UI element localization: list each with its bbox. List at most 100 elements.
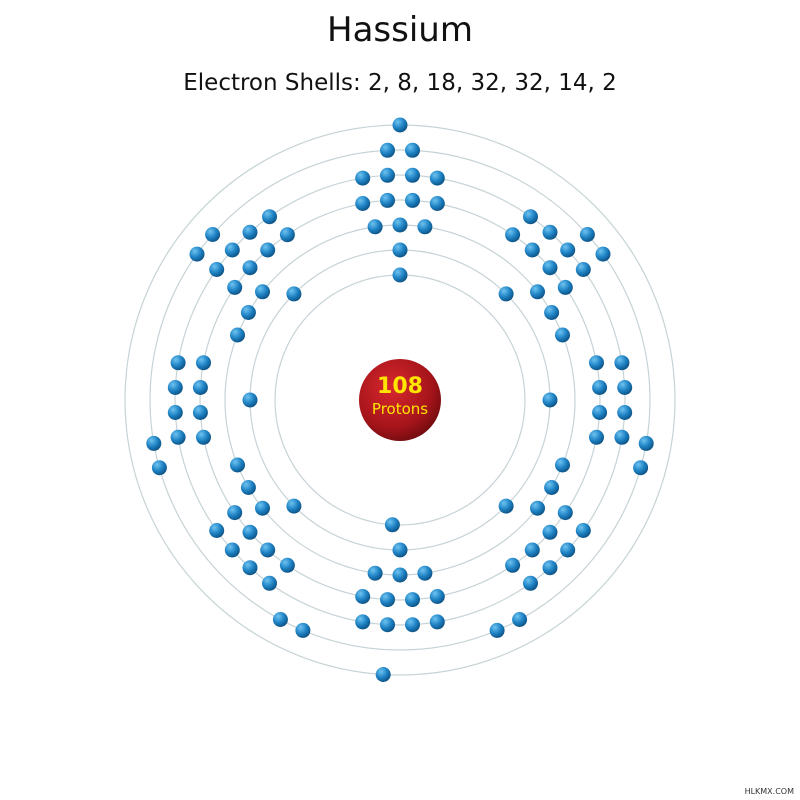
electron-shell-3-15 — [230, 457, 245, 473]
electron-shell-2-2 — [498, 286, 514, 302]
electron-shell-5-3 — [405, 167, 420, 183]
electron-shell-6-14 — [205, 227, 221, 242]
electrons — [146, 117, 654, 682]
nucleus-sphere — [359, 359, 441, 441]
nucleus: 108 Protons — [359, 359, 441, 441]
electron-shell-2-1 — [392, 242, 408, 258]
electron-shell-4-1 — [355, 196, 371, 211]
electron-shell-3-11 — [392, 567, 408, 583]
electron-shell-4-12 — [589, 429, 604, 445]
electron-shell-5-29 — [209, 262, 225, 277]
electron-shell-5-24 — [209, 523, 225, 538]
electron-shell-4-11 — [592, 405, 608, 420]
electron-shell-4-16 — [505, 557, 521, 573]
electron-shell-4-26 — [192, 405, 208, 420]
electron-shell-2-6 — [286, 498, 302, 514]
electron-shell-1-1 — [392, 267, 408, 283]
electron-shell-4-24 — [227, 505, 243, 521]
electron-shell-4-29 — [227, 279, 243, 295]
electron-shell-4-18 — [405, 592, 420, 608]
electron-shell-4-6 — [524, 242, 540, 258]
electron-shell-5-31 — [242, 224, 258, 240]
electron-shell-2-8 — [286, 286, 302, 302]
electron-shell-5-1 — [355, 170, 371, 186]
electron-shell-4-30 — [242, 260, 258, 276]
electron-shell-3-9 — [530, 500, 545, 516]
electron-shell-4-8 — [557, 279, 573, 295]
electron-shell-4-21 — [279, 557, 295, 573]
electron-shell-5-28 — [170, 355, 186, 371]
electron-shell-3-12 — [367, 565, 383, 581]
electron-shell-6-7 — [512, 612, 528, 627]
electron-shell-6-6 — [633, 460, 649, 476]
electron-shell-3-3 — [417, 219, 433, 235]
watermark: HLKMX.COM — [744, 787, 794, 796]
electron-shell-4-28 — [196, 355, 211, 371]
electron-shell-6-11 — [151, 460, 167, 476]
electron-shell-3-10 — [417, 565, 433, 581]
electron-shells-label: Electron Shells: 2, 8, 18, 32, 32, 14, 2 — [183, 70, 617, 96]
electron-shell-4-27 — [192, 380, 208, 395]
electron-shell-5-16 — [523, 575, 538, 591]
electron-shell-6-2 — [405, 142, 420, 158]
orbit-shell-4 — [199, 199, 601, 601]
electron-shell-3-8 — [544, 480, 560, 495]
electron-shell-5-25 — [170, 429, 186, 445]
electron-shell-4-7 — [542, 260, 558, 276]
electron-shell-6-13 — [189, 246, 205, 262]
electron-shell-6-9 — [295, 622, 311, 638]
electron-shell-5-30 — [224, 242, 240, 258]
electron-shell-6-3 — [579, 227, 595, 242]
orbit-shell-6 — [149, 149, 651, 651]
orbit-shell-5 — [174, 174, 626, 626]
electron-shell-5-26 — [167, 405, 183, 420]
electron-shell-3-2 — [392, 217, 408, 233]
electron-shell-4-19 — [380, 592, 395, 608]
electron-shell-4-4 — [429, 196, 445, 211]
electron-shell-5-17 — [429, 614, 445, 630]
electron-shell-4-3 — [405, 192, 420, 208]
electron-shell-4-20 — [355, 589, 371, 604]
electron-shell-5-4 — [429, 170, 445, 186]
electron-shell-4-23 — [242, 524, 258, 540]
electron-shell-7-2 — [375, 667, 391, 682]
electron-shell-5-32 — [262, 209, 277, 225]
electron-shell-3-1 — [367, 219, 383, 235]
electron-shell-2-4 — [498, 498, 514, 514]
electron-shell-3-16 — [230, 327, 245, 343]
electron-shell-2-3 — [542, 392, 558, 408]
electron-shell-5-13 — [575, 523, 591, 538]
electron-shell-4-15 — [524, 542, 540, 558]
electron-shell-4-32 — [279, 227, 295, 243]
electron-shell-5-10 — [617, 380, 633, 395]
electron-shell-3-14 — [240, 480, 256, 495]
electron-shell-6-4 — [595, 246, 611, 262]
electron-shell-3-5 — [544, 305, 560, 320]
electron-shell-4-13 — [557, 505, 573, 521]
electron-shell-5-12 — [614, 429, 630, 445]
electron-shell-4-14 — [542, 524, 558, 540]
proton-count: 108 — [377, 374, 423, 399]
electron-shell-5-23 — [224, 542, 240, 558]
electron-shell-4-5 — [505, 227, 521, 243]
electron-shell-5-22 — [242, 560, 258, 576]
electron-shell-5-11 — [617, 405, 633, 420]
electron-shell-3-4 — [530, 284, 545, 300]
electron-shell-1-2 — [384, 517, 400, 533]
element-title: Hassium — [327, 10, 473, 50]
electron-shell-5-27 — [167, 380, 183, 395]
electron-shell-5-9 — [614, 355, 630, 371]
electron-shell-6-8 — [489, 622, 505, 638]
electron-shell-5-18 — [405, 617, 420, 633]
electron-shell-4-25 — [196, 429, 211, 445]
electron-shell-6-5 — [638, 435, 654, 451]
electron-shell-6-10 — [272, 612, 288, 627]
electron-shell-4-17 — [429, 589, 445, 604]
electron-shell-5-5 — [523, 209, 538, 225]
electron-shell-3-7 — [555, 457, 570, 473]
electron-shell-5-19 — [380, 617, 395, 633]
electron-shell-2-5 — [392, 542, 408, 558]
protons-label: Protons — [372, 400, 428, 418]
electron-shell-4-10 — [592, 380, 608, 395]
